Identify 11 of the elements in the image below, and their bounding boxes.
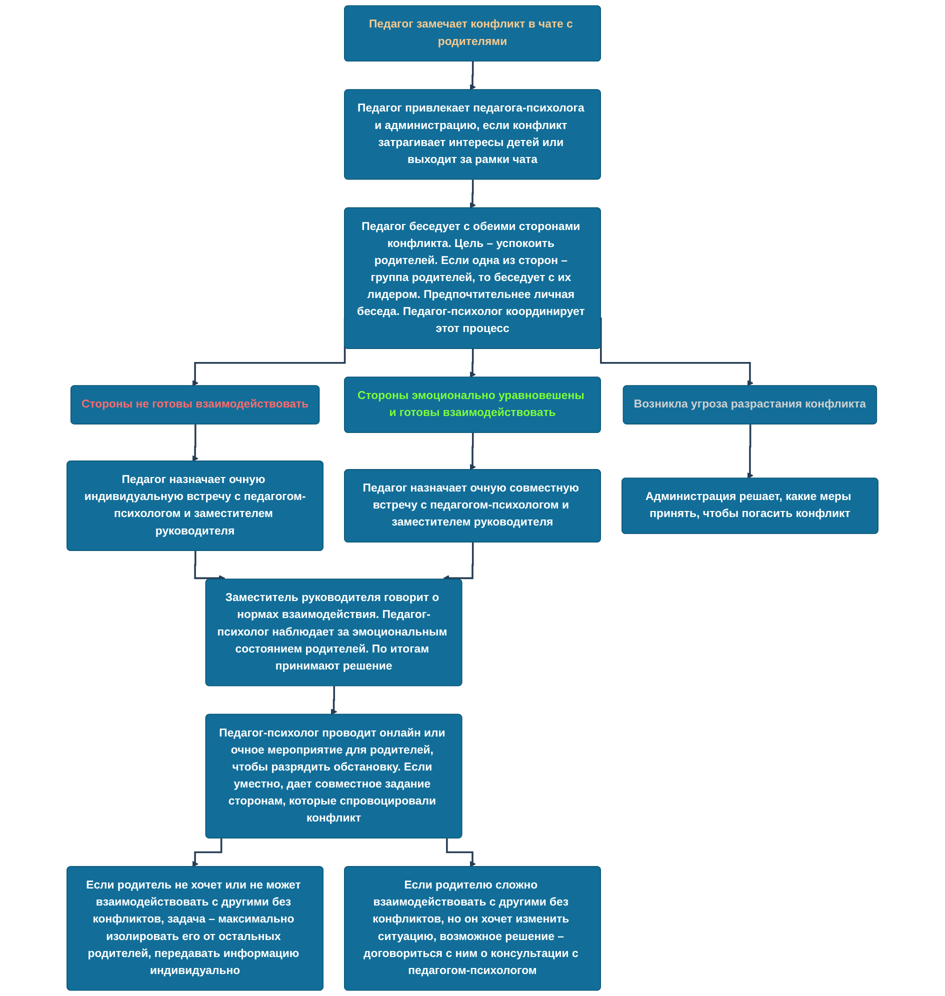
arrow bbox=[446, 838, 476, 868]
arrow bbox=[192, 424, 198, 462]
arrow bbox=[194, 551, 226, 582]
arrow bbox=[470, 432, 476, 470]
arrow bbox=[330, 686, 338, 715]
arrow bbox=[470, 348, 476, 378]
arrow bbox=[192, 838, 222, 868]
arrow bbox=[747, 424, 754, 479]
arrow bbox=[470, 180, 476, 208]
arrow bbox=[443, 542, 474, 582]
arrow bbox=[470, 62, 476, 90]
